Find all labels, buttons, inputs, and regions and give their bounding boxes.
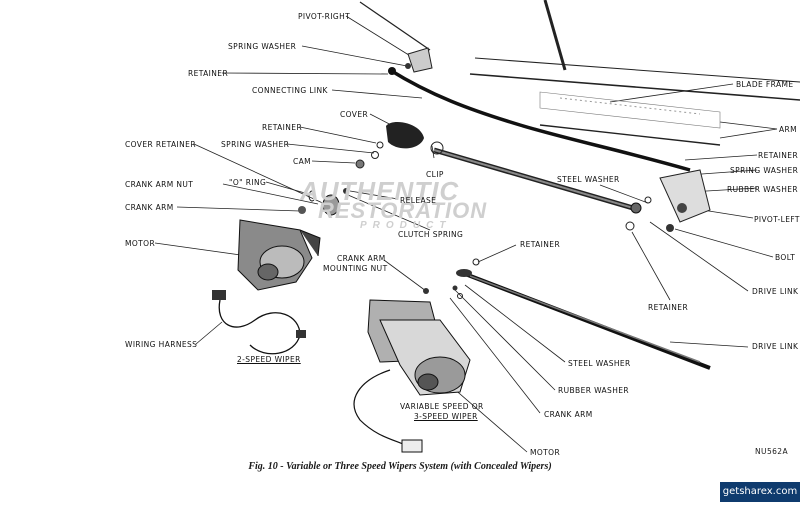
- label-retainer-top: RETAINER: [188, 69, 229, 78]
- watermark-line2: RESTORATION: [318, 198, 488, 223]
- label-crank-arm-left: CRANK ARM: [125, 203, 174, 212]
- label-drive-link-1: DRIVE LINK: [752, 287, 799, 296]
- label-cover-retainer: COVER RETAINER: [125, 140, 196, 149]
- label-crank-arm-mounting-nut-line1: CRANK ARM: [337, 254, 386, 263]
- label-motor-low: MOTOR: [530, 448, 561, 457]
- label-pivot-left: PIVOT-LEFT: [754, 215, 800, 224]
- label-pivot-right: PIVOT-RIGHT: [298, 12, 351, 21]
- label-steel-washer-low: STEEL WASHER: [568, 359, 631, 368]
- label-cam: CAM: [293, 157, 312, 166]
- label-crank-arm-low: CRANK ARM: [544, 410, 593, 419]
- label-spring-washer-top: SPRING WASHER: [228, 42, 297, 51]
- watermark-line3: PRODUCT: [360, 220, 452, 231]
- label-variable-speed-line2: 3-SPEED WIPER: [414, 412, 478, 421]
- label-retainer-low: RETAINER: [648, 303, 689, 312]
- label-motor-left: MOTOR: [125, 239, 156, 248]
- label-retainer-right: RETAINER: [758, 151, 799, 160]
- label-bolt: BOLT: [775, 253, 796, 262]
- label-retainer-mid: RETAINER: [262, 123, 303, 132]
- label-connecting-link: CONNECTING LINK: [252, 86, 328, 95]
- label-drive-link-2: DRIVE LINK: [752, 342, 799, 351]
- label-clutch-spring: CLUTCH SPRING: [398, 230, 464, 239]
- label-blade-frame: BLADE FRAME: [736, 80, 794, 89]
- label-clip: CLIP: [426, 170, 444, 179]
- label-spring-washer-mid: SPRING WASHER: [221, 140, 290, 149]
- label-o-ring: "O" RING: [229, 178, 267, 187]
- label-crank-arm-mounting-nut-line2: MOUNTING NUT: [323, 264, 388, 273]
- figure-number: NU562A: [755, 447, 788, 456]
- figure-caption: Fig. 10 - Variable or Three Speed Wipers…: [248, 461, 552, 472]
- label-2-speed-wiper: 2-SPEED WIPER: [237, 355, 301, 364]
- label-steel-washer-top: STEEL WASHER: [557, 175, 620, 184]
- site-badge[interactable]: getsharex.com: [720, 482, 800, 502]
- label-variable-speed-line1: VARIABLE SPEED OR: [400, 402, 484, 411]
- label-release: RELEASE: [400, 196, 437, 205]
- watermark-line1: AUTHENTIC: [300, 176, 460, 206]
- label-spring-washer-right: SPRING WASHER: [730, 166, 799, 175]
- label-retainer-center: RETAINER: [520, 240, 561, 249]
- label-wiring-harness: WIRING HARNESS: [125, 340, 198, 349]
- label-rubber-washer-low: RUBBER WASHER: [558, 386, 630, 395]
- label-arm: ARM: [779, 125, 798, 134]
- label-cover: COVER: [340, 110, 369, 119]
- label-rubber-washer-right: RUBBER WASHER: [727, 185, 799, 194]
- label-crank-arm-nut: CRANK ARM NUT: [125, 180, 194, 189]
